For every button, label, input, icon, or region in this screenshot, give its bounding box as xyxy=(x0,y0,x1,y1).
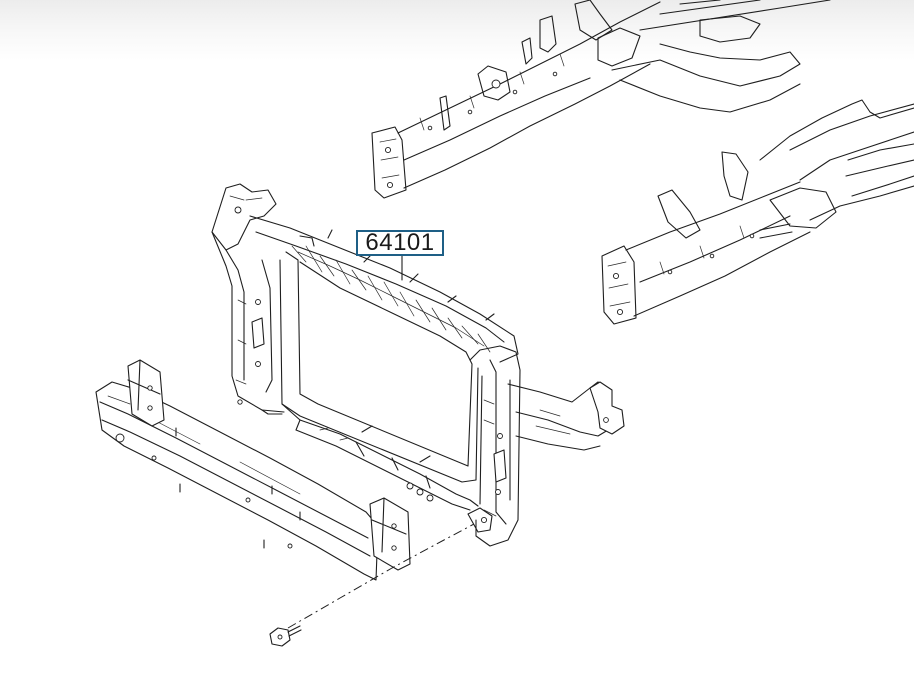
top-shading xyxy=(0,0,914,60)
radiator-support-carrier xyxy=(211,183,625,547)
front-side-member-left xyxy=(371,0,831,199)
front-bumper-beam xyxy=(95,359,411,581)
bolt-assembly xyxy=(269,523,475,647)
front-side-member-right xyxy=(601,99,914,325)
part-number-label: 64101 xyxy=(365,229,435,256)
part-number-callout[interactable]: 64101 xyxy=(356,230,444,256)
